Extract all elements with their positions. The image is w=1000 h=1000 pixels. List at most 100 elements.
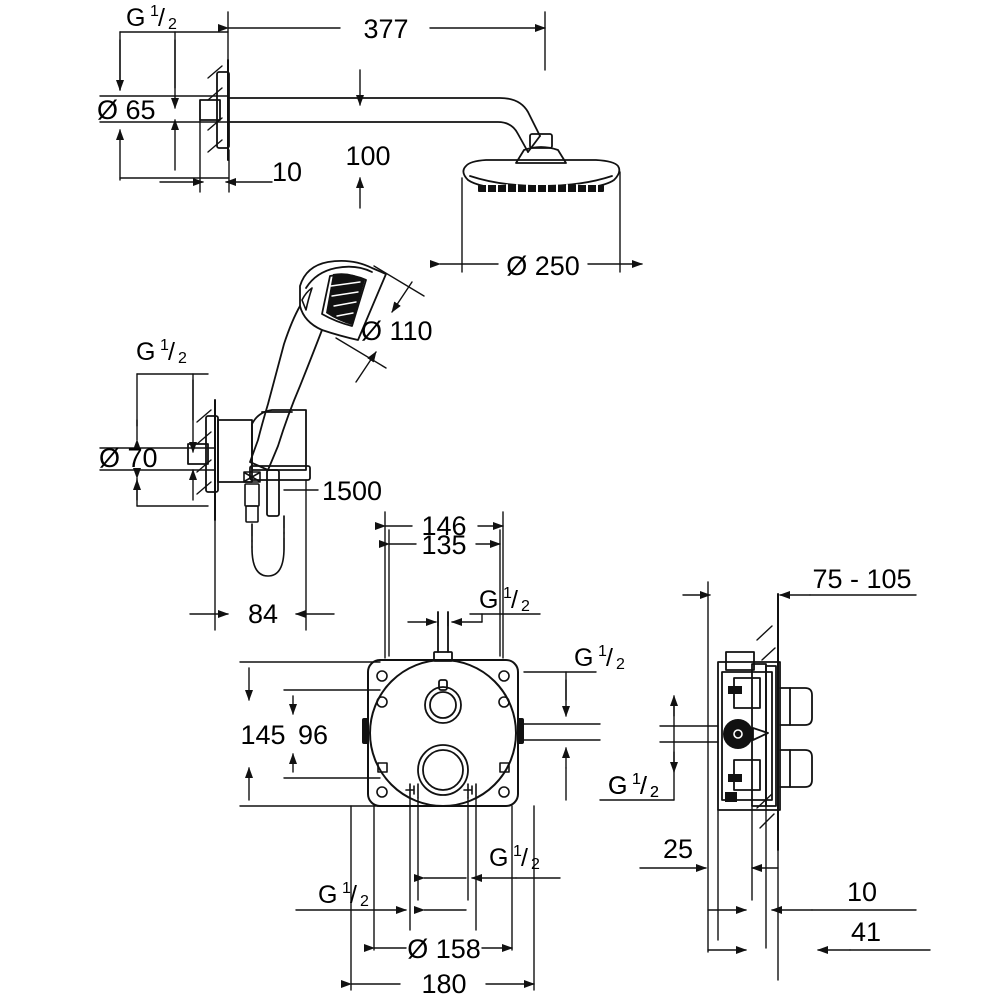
dim-96 xyxy=(283,689,381,779)
svg-text:2: 2 xyxy=(650,784,659,801)
dim-84 xyxy=(189,479,335,631)
label-10-section: 10 xyxy=(847,877,877,907)
hand-shower-wall-union xyxy=(187,409,311,493)
svg-text:1: 1 xyxy=(503,585,512,602)
svg-text:2: 2 xyxy=(650,784,659,801)
label-g-half-hand: G 1 / 2 xyxy=(136,337,187,367)
dim-d110 xyxy=(335,265,425,383)
hose-connector xyxy=(243,471,261,523)
svg-text:/: / xyxy=(158,4,165,32)
svg-text:G: G xyxy=(608,772,627,800)
svg-text:1: 1 xyxy=(598,643,607,660)
label-g-half-section: G 1 / 2 xyxy=(608,771,659,801)
label-d65: Ø 65 xyxy=(97,95,156,125)
svg-text:2: 2 xyxy=(178,350,187,367)
dim-d250 xyxy=(430,171,643,273)
label-145: 145 xyxy=(240,720,285,750)
head-shower-wall-flange xyxy=(199,71,230,149)
svg-text:1: 1 xyxy=(150,3,159,20)
hand-shower-grip-detail xyxy=(301,287,313,311)
svg-text:/: / xyxy=(606,644,613,672)
valve-section-ports xyxy=(779,687,813,788)
svg-text:1: 1 xyxy=(342,880,351,897)
dim-g-half-section xyxy=(659,695,719,801)
label-96: 96 xyxy=(298,720,328,750)
svg-text:2: 2 xyxy=(360,893,369,910)
svg-text:1: 1 xyxy=(632,771,641,788)
valve-section-cartridge xyxy=(723,719,753,749)
dim-g-half-valve-right-1 xyxy=(523,671,601,769)
label-g-half-valve-top: G 1 / 2 xyxy=(479,585,530,615)
valve-bottom-ports xyxy=(405,783,477,799)
label-d158: Ø 158 xyxy=(407,934,481,964)
valve-section-cartridge-ring xyxy=(733,729,743,739)
label-g-half-valve-bottom-right: G 1 / 2 xyxy=(489,843,540,873)
dim-135 xyxy=(379,529,501,657)
label-180: 180 xyxy=(421,969,466,999)
svg-text:/: / xyxy=(511,586,518,614)
label-10-flange: 10 xyxy=(272,157,302,187)
label-25: 25 xyxy=(663,834,693,864)
svg-text:G: G xyxy=(574,644,593,672)
valve-side-ports xyxy=(362,718,524,744)
valve-mounting-screws xyxy=(376,670,510,798)
head-shower-arm xyxy=(228,97,541,153)
svg-text:/: / xyxy=(521,844,528,872)
valve-volume-handle-port xyxy=(417,744,469,796)
dim-g-half-topleft xyxy=(116,31,229,181)
shower-hose xyxy=(251,515,285,577)
svg-text:G: G xyxy=(608,772,627,800)
svg-text:1: 1 xyxy=(632,771,641,788)
hand-shower-body xyxy=(249,259,387,471)
dim-g-half-valve-bottom-right xyxy=(414,874,561,914)
hand-shower-holder-arm xyxy=(261,411,293,517)
head-shower-nozzle-teeth xyxy=(486,184,598,193)
dim-g-half-valve-right-2 xyxy=(565,767,675,801)
label-41: 41 xyxy=(851,917,881,947)
label-g-half-valve-right-2: G 1 / 2 xyxy=(608,771,659,801)
valve-section-stem xyxy=(752,727,769,741)
svg-text:G: G xyxy=(136,338,155,366)
head-shower-nozzle-band xyxy=(478,185,604,192)
label-g-half-valve-bottom-left: G 1 / 2 xyxy=(318,880,369,910)
label-g-half-topleft: G 1 / 2 xyxy=(126,3,177,33)
svg-text:G: G xyxy=(126,4,145,32)
section-extension-lines xyxy=(707,581,779,981)
svg-text:2: 2 xyxy=(521,598,530,615)
svg-text:1: 1 xyxy=(160,337,169,354)
svg-text:G: G xyxy=(479,586,498,614)
valve-section-inner-detail xyxy=(725,686,742,802)
label-84: 84 xyxy=(248,599,278,629)
valve-temperature-handle-port xyxy=(424,679,462,724)
svg-text:/: / xyxy=(640,772,647,800)
svg-text:2: 2 xyxy=(616,656,625,673)
svg-text:2: 2 xyxy=(168,16,177,33)
label-75-105: 75 - 105 xyxy=(812,564,911,594)
hand-shower-spray-dots xyxy=(330,281,361,317)
dim-146 xyxy=(375,511,504,659)
svg-text:/: / xyxy=(168,338,175,366)
hose-centerline xyxy=(251,515,285,553)
dim-145 xyxy=(239,661,381,807)
dim-g-half-valve-top xyxy=(407,611,541,627)
svg-text:G: G xyxy=(489,844,508,872)
dim-g-half-hand xyxy=(133,373,209,507)
label-g-half-valve-right-1: G 1 / 2 xyxy=(574,643,625,673)
svg-text:/: / xyxy=(640,772,647,800)
valve-top-inlet xyxy=(433,611,453,662)
valve-trim-circle xyxy=(369,659,517,807)
svg-text:/: / xyxy=(350,881,357,909)
dim-10-flange xyxy=(159,119,273,193)
head-shower-head xyxy=(462,133,621,192)
hand-shower-spray-face xyxy=(326,273,365,325)
label-100: 100 xyxy=(345,141,390,171)
dim-d65 xyxy=(99,95,229,123)
label-d250: Ø 250 xyxy=(506,251,580,281)
label-135: 135 xyxy=(421,530,466,560)
label-d70: Ø 70 xyxy=(99,443,158,473)
svg-text:2: 2 xyxy=(531,856,540,873)
label-377: 377 xyxy=(363,14,408,44)
label-146: 146 xyxy=(421,511,466,541)
